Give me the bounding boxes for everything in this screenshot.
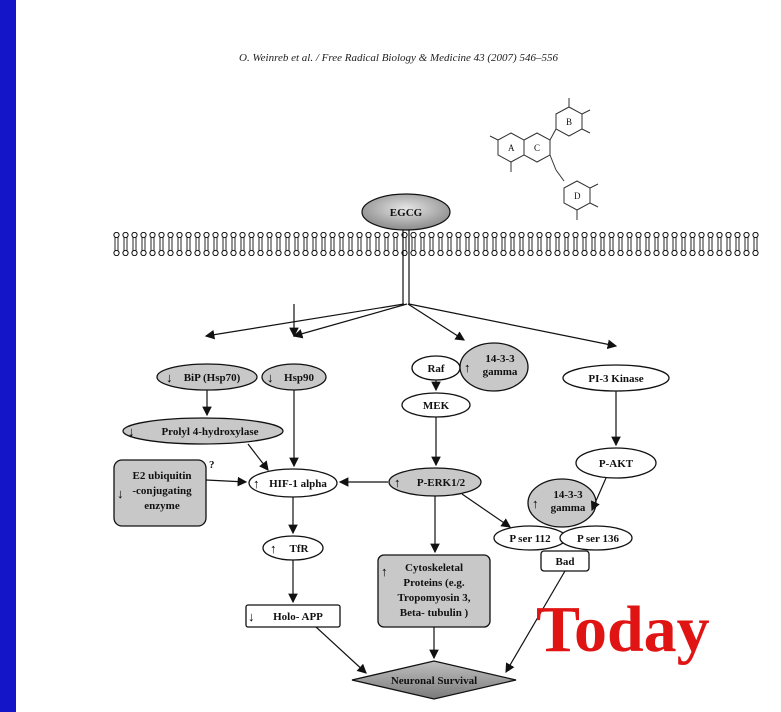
p-erk1-2-node: P-ERK1/2 ↑: [388, 467, 482, 497]
mek-node: MEK: [401, 392, 471, 418]
ring-label-c: C: [534, 143, 540, 153]
pathway-arrows: [202, 380, 621, 674]
svg-text:P-AKT: P-AKT: [599, 458, 634, 470]
raf-node: Raf: [411, 355, 461, 381]
gamma-top-line2: gamma: [483, 366, 518, 378]
today-overlay-text: Today: [536, 593, 710, 666]
svg-text:Raf: Raf: [427, 363, 444, 375]
gamma-top-line1: 14-3-3: [485, 353, 515, 365]
svg-text:PI-3 Kinase: PI-3 Kinase: [588, 373, 643, 385]
gamma-14-3-3-mid-node: 14-3-3 gamma ↑: [527, 478, 597, 528]
svg-text:Holo- APP: Holo- APP: [273, 611, 323, 623]
molecule-ring-labels: A C B D: [508, 117, 581, 201]
svg-text:EGCG: EGCG: [390, 207, 423, 219]
p-akt-node: P-AKT: [575, 447, 657, 479]
svg-text:MEK: MEK: [423, 400, 450, 412]
e2-ubiquitin-node: E2 ubiquitin -conjugating enzyme ↓: [113, 459, 207, 527]
down-arrow-icon: ↓: [248, 609, 255, 624]
e2-line3: enzyme: [144, 500, 180, 512]
svg-text:Hsp90: Hsp90: [284, 372, 314, 384]
neuronal-survival-node: Neuronal Survival: [351, 660, 517, 700]
down-arrow-icon: ↓: [128, 424, 135, 439]
svg-text:P-ERK1/2: P-ERK1/2: [417, 477, 466, 489]
gamma-14-3-3-top-node: 14-3-3 gamma ↑: [459, 342, 529, 392]
svg-text:Bad: Bad: [556, 556, 575, 568]
holo-app-node: Holo- APP ↓: [245, 604, 341, 628]
down-arrow-icon: ↓: [117, 486, 124, 501]
svg-text:Prolyl 4-hydroxylase: Prolyl 4-hydroxylase: [161, 426, 258, 438]
up-arrow-icon: ↑: [270, 541, 277, 556]
cytoskeletal-proteins-node: Cytoskeletal Proteins (e.g. Tropomyosin …: [377, 554, 491, 628]
slide-canvas: O. Weinreb et al. / Free Radical Biology…: [16, 0, 781, 712]
down-arrow-icon: ↓: [166, 370, 173, 385]
gamma-mid-line1: 14-3-3: [553, 489, 583, 501]
ring-label-d: D: [574, 191, 581, 201]
e2-line2: -conjugating: [132, 485, 192, 497]
cyto-line4: Beta- tubulin ): [400, 607, 469, 619]
svg-text:HIF-1 alpha: HIF-1 alpha: [269, 478, 327, 490]
branch-arrows: [204, 303, 618, 350]
cyto-line2: Proteins (e.g.: [403, 577, 464, 589]
gamma-mid-line2: gamma: [551, 502, 586, 514]
up-arrow-icon: ↑: [381, 564, 388, 579]
pi3-kinase-node: PI-3 Kinase: [562, 364, 670, 392]
svg-text:Neuronal Survival: Neuronal Survival: [391, 675, 477, 687]
svg-text:P ser 112: P ser 112: [509, 533, 551, 545]
p-ser-112-node: P ser 112: [493, 525, 567, 551]
e2-line1: E2 ubiquitin: [132, 470, 191, 482]
cell-membrane: [112, 232, 760, 256]
up-arrow-icon: ↑: [532, 496, 539, 511]
svg-text:TfR: TfR: [290, 543, 310, 555]
egcg-node: EGCG: [361, 193, 451, 231]
ring-label-a: A: [508, 143, 515, 153]
hsp90-node: Hsp90 ↓: [261, 363, 327, 391]
cyto-line3: Tropomyosin 3,: [398, 592, 471, 604]
svg-text:BiP (Hsp70): BiP (Hsp70): [184, 372, 241, 384]
svg-text:P ser 136: P ser 136: [577, 533, 619, 545]
down-arrow-icon: ↓: [267, 370, 274, 385]
hif-1-alpha-node: HIF-1 alpha ↑: [248, 468, 338, 498]
bip-hsp70-node: BiP (Hsp70) ↓: [156, 363, 258, 391]
up-arrow-icon: ↑: [253, 476, 260, 491]
cyto-line1: Cytoskeletal: [405, 562, 463, 574]
ring-label-b: B: [566, 117, 572, 127]
up-arrow-icon: ↑: [464, 360, 471, 375]
question-mark: ?: [209, 459, 215, 471]
egcg-pathway-diagram: A C B D EGCG BiP (Hsp70) ↓: [112, 98, 760, 700]
bad-node: Bad: [540, 550, 590, 572]
egcg-signal-trunk: [402, 230, 410, 304]
prolyl-4-hydroxylase-node: Prolyl 4-hydroxylase ↓: [122, 417, 284, 445]
egcg-molecule-structure: [489, 98, 599, 220]
citation: O. Weinreb et al. / Free Radical Biology…: [239, 52, 558, 64]
tfr-node: TfR ↑: [262, 535, 324, 561]
p-ser-136-node: P ser 136: [559, 525, 633, 551]
up-arrow-icon: ↑: [394, 475, 401, 490]
